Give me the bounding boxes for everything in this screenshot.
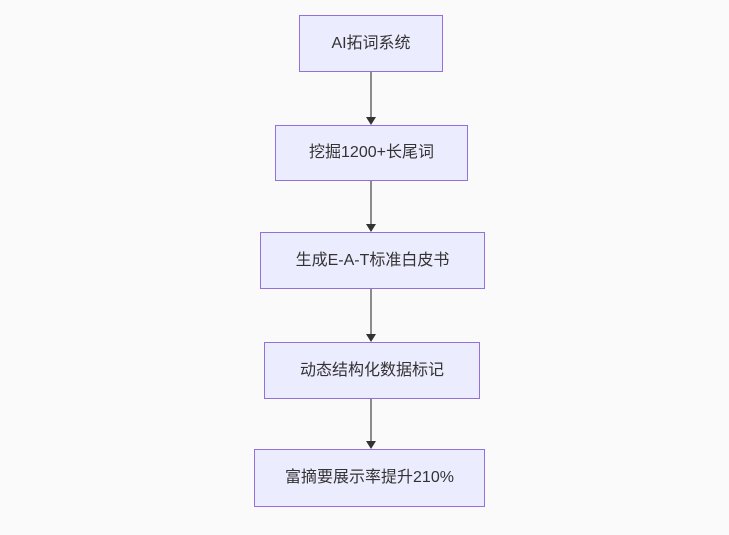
flow-connector-4 [365,399,377,449]
flow-node-label: 动态结构化数据标记 [299,361,444,379]
arrowhead-down-icon [366,334,376,342]
flow-node-structured-data: 动态结构化数据标记 [264,342,480,399]
flow-node-rich-snippet-result: 富摘要展示率提升210% [254,449,485,507]
flow-node-eat-whitepaper: 生成E-A-T标准白皮书 [260,232,485,289]
flow-node-label: AI拓词系统 [331,34,411,52]
arrowhead-down-icon [366,224,376,232]
flow-node-longtail-mining: 挖掘1200+长尾词 [275,125,468,181]
flow-node-ai-word-expansion: AI拓词系统 [299,15,443,72]
flow-node-label: 生成E-A-T标准白皮书 [295,251,450,269]
flow-connector-2 [365,181,377,232]
flow-node-label: 挖掘1200+长尾词 [309,144,434,161]
flow-connector-3 [365,289,377,342]
arrowhead-down-icon [366,117,376,125]
edge-line [370,289,372,334]
flow-connector-1 [365,72,377,125]
edge-line [370,399,372,441]
flow-node-label: 富摘要展示率提升210% [285,469,454,486]
arrowhead-down-icon [366,441,376,449]
edge-line [370,72,372,117]
edge-line [370,181,372,224]
